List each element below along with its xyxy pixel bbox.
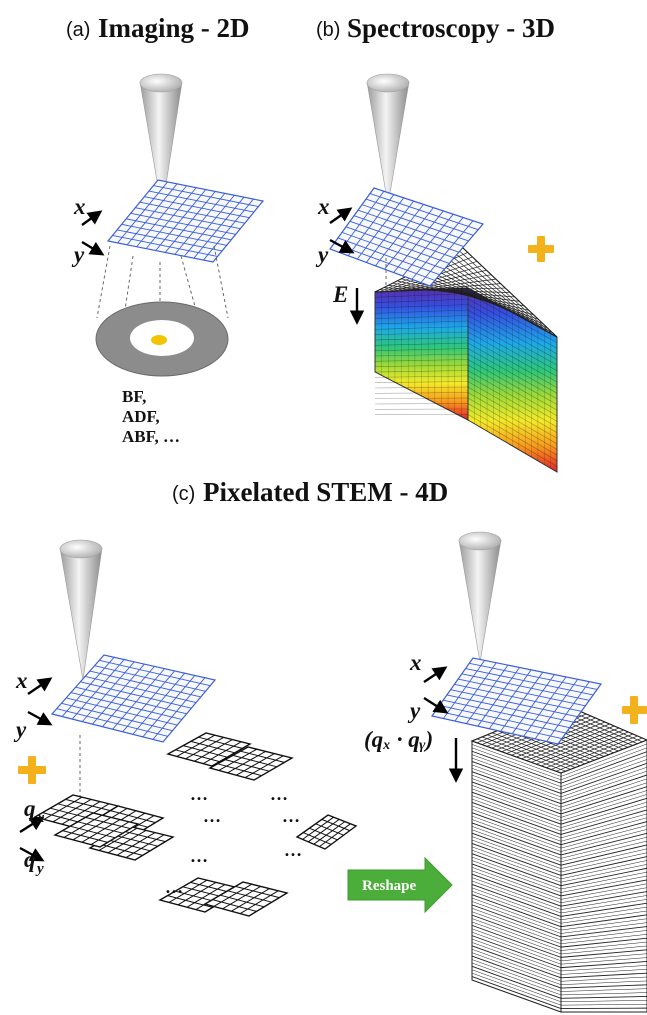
svg-text:q: q [24, 847, 36, 872]
svg-text:y: y [35, 861, 44, 877]
axis-arrows-a [81, 210, 105, 256]
svg-text:x: x [36, 810, 45, 826]
detector-label-adf: ADF, [122, 407, 160, 426]
bright-field-spot [151, 335, 167, 345]
axis-label-y-c: y [13, 717, 27, 742]
ellipsis-marks: … … … … … … … [165, 784, 302, 897]
detector-projection-lines-a [96, 245, 229, 319]
panel-c-tag: (c) [172, 483, 195, 505]
panel-b-tag: (b) [316, 19, 340, 41]
probe-cone-b [366, 73, 410, 206]
plus-sign-c-left [18, 756, 46, 784]
panel-c-title: (c) Pixelated STEM - 4D [172, 477, 448, 507]
stack-layer-lines [471, 743, 647, 1010]
probe-cone-a [139, 73, 183, 211]
scan-grid-b [329, 187, 485, 287]
detector-label-bf: BF, [122, 387, 146, 406]
probe-cone-c-left [59, 539, 103, 681]
axis-label-y-b: y [315, 242, 329, 267]
axis-arrows-c-left [19, 677, 53, 862]
axis-label-x-b: x [317, 194, 330, 219]
ellipsis-6: … [284, 840, 302, 860]
panel-c-right: x y (qₓ · qᵧ) [364, 531, 647, 1013]
reshape-label: Reshape [362, 878, 417, 894]
ellipsis-7: … [165, 877, 183, 897]
panel-b-title: (b) Spectroscopy - 3D [316, 13, 555, 43]
ellipsis-2: … [203, 806, 221, 826]
plus-sign-b [528, 236, 554, 262]
ellipsis-4: … [282, 806, 300, 826]
axis-label-energy: E [332, 282, 348, 307]
panel-a-tag: (a) [66, 19, 90, 41]
axis-label-y-d: y [407, 698, 421, 723]
reshape-arrow: Reshape [347, 856, 453, 914]
ellipsis-5: … [190, 846, 208, 866]
detector-list: BF, ADF, ABF, … [122, 387, 180, 446]
detector-label-abf: ABF, … [122, 427, 180, 446]
annular-detector [95, 301, 229, 377]
axis-arrows-b [329, 207, 365, 325]
panel-b-heading: Spectroscopy - 3D [347, 13, 555, 43]
cube-side-grid [374, 288, 558, 469]
axis-label-qy: q y [24, 847, 44, 877]
stack-axis-label: (qₓ · qᵧ) [364, 727, 433, 752]
tall-data-stack [470, 703, 647, 1013]
scan-grid-a [106, 179, 265, 263]
probe-cone-c-right [458, 531, 502, 663]
ellipsis-1: … [190, 784, 208, 804]
plus-sign-c-right [622, 696, 647, 724]
axis-label-x-a: x [73, 194, 86, 219]
panel-b: x y E [315, 73, 558, 473]
panel-c-heading: Pixelated STEM - 4D [203, 477, 448, 507]
axis-label-x-d: x [409, 650, 422, 675]
diffraction-patterns [33, 732, 358, 917]
scan-grid-d [430, 657, 603, 745]
svg-text:q: q [24, 796, 36, 821]
panel-a-title: (a) Imaging - 2D [66, 13, 250, 43]
axis-arrows-c-right [423, 666, 464, 783]
ellipsis-3: … [270, 784, 288, 804]
scan-grid-c [50, 654, 217, 743]
cube-top-grid [374, 247, 558, 338]
axis-label-x-c: x [15, 668, 28, 693]
panel-a-heading: Imaging - 2D [98, 13, 250, 43]
panel-c-left: … … … … … … … x y q x q y [13, 539, 358, 917]
panel-a: x y BF, ADF, ABF, … [71, 73, 265, 446]
axis-label-y-a: y [71, 242, 85, 267]
spectrum-cube [374, 247, 558, 473]
axis-label-qx: q x [24, 796, 45, 826]
